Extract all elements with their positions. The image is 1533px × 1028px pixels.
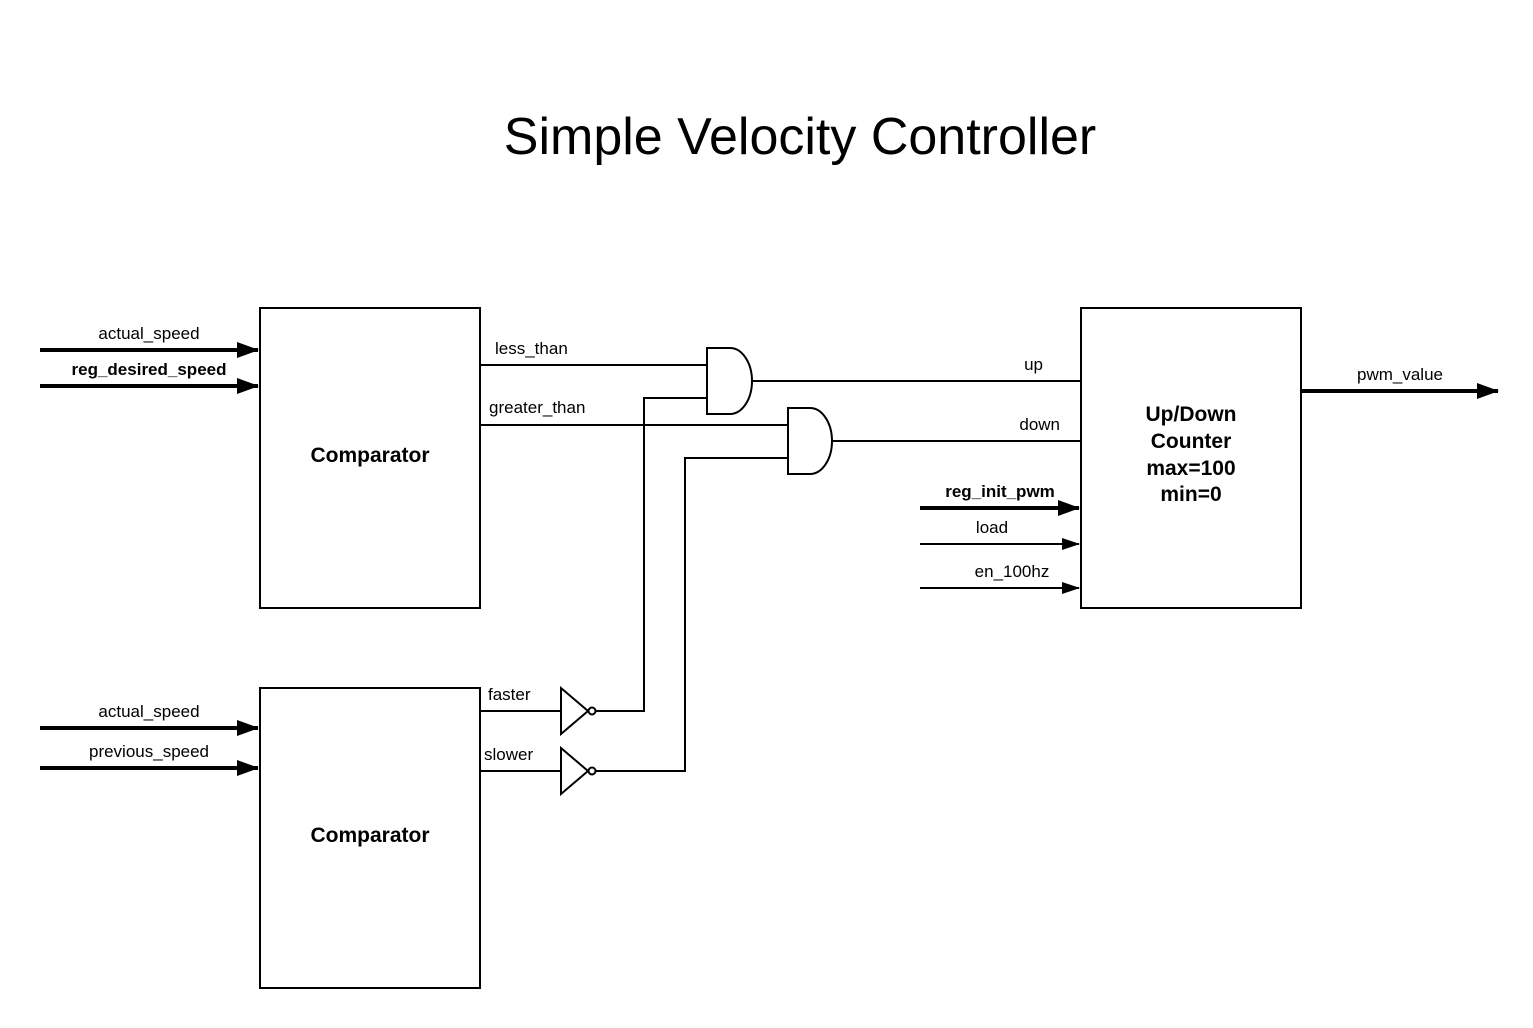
counter-label-line-1: Up/Down <box>1146 403 1237 426</box>
actual-speed-top-label: actual_speed <box>98 324 199 343</box>
and-gate-down <box>787 407 833 475</box>
not-gate-faster <box>560 685 590 737</box>
updown-counter-block <box>1080 307 1302 609</box>
not-slower-wire <box>596 457 788 772</box>
not-gate-slower <box>560 745 590 797</box>
comparator-top-block <box>259 307 481 609</box>
not-gate-slower-bubble <box>587 766 597 776</box>
slower-label: slower <box>484 745 533 764</box>
pwm-value-label: pwm_value <box>1357 365 1443 384</box>
en-100hz-label: en_100hz <box>975 562 1050 581</box>
counter-label-line-3: max=100 <box>1146 457 1235 480</box>
load-label: load <box>976 518 1008 537</box>
actual-speed-bottom-label: actual_speed <box>98 702 199 721</box>
counter-label-line-2: Counter <box>1151 430 1232 453</box>
comparator-bottom-label: Comparator <box>310 824 429 847</box>
counter-label-line-4: min=0 <box>1160 483 1221 506</box>
less-than-label: less_than <box>495 339 568 358</box>
not-faster-wire <box>596 397 707 712</box>
up-label: up <box>1024 355 1043 374</box>
not-gate-faster-bubble <box>587 706 597 716</box>
and-gate-up <box>706 347 753 415</box>
diagram-title: Simple Velocity Controller <box>504 108 1096 166</box>
reg-desired-speed-label: reg_desired_speed <box>72 360 227 379</box>
down-label: down <box>1019 415 1060 434</box>
greater-than-label: greater_than <box>489 398 585 417</box>
comparator-bottom-block <box>259 687 481 989</box>
comparator-top-label: Comparator <box>310 444 429 467</box>
previous-speed-label: previous_speed <box>89 742 209 761</box>
reg-init-pwm-label: reg_init_pwm <box>945 482 1055 501</box>
faster-label: faster <box>488 685 531 704</box>
